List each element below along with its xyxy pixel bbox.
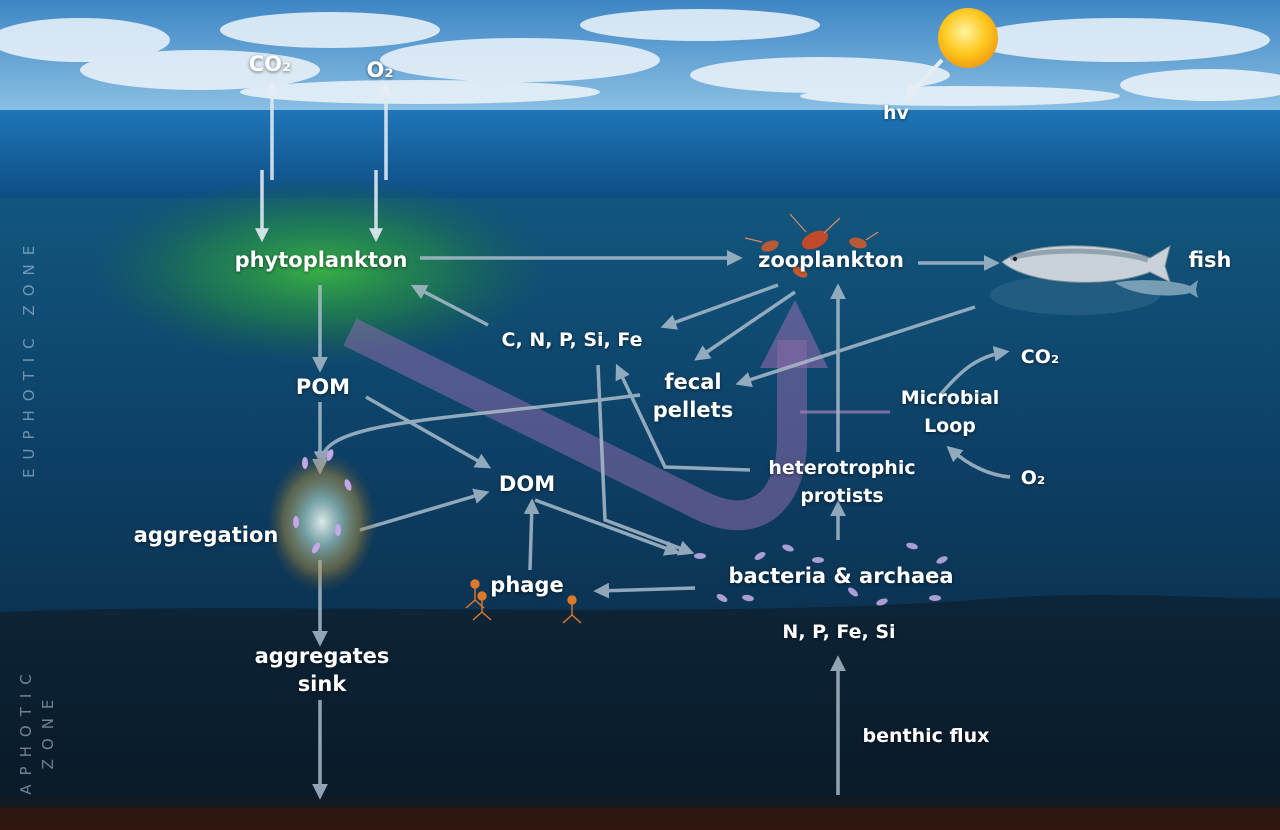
label-fecal-pellets-line1: fecal (664, 370, 722, 394)
microbial-loop-arrow (343, 318, 807, 531)
label-co2-microbial: CO₂ (1020, 346, 1060, 368)
label-bacteria-archaea: bacteria & archaea (728, 564, 954, 588)
label-co2-atmosphere: CO₂ (248, 52, 292, 76)
zooplankton-icon (744, 213, 879, 278)
sunlight-arrow (904, 58, 944, 100)
microbial-loop-arrowhead (760, 300, 828, 368)
label-hv: hv (883, 102, 909, 124)
label-benthic-nutrients: N, P, Fe, Si (782, 621, 896, 643)
label-fecal-pellets: fecal pellets (640, 368, 746, 424)
label-euphotic-zone: EUPHOTIC ZONE (20, 236, 38, 478)
fish-icon (990, 244, 1198, 315)
label-pom: POM (295, 375, 351, 399)
label-phytoplankton: phytoplankton (234, 248, 408, 272)
bacteria-archaea-cluster (694, 542, 948, 606)
aphotic-water (0, 594, 1280, 830)
label-microbial-loop: Microbial Loop (886, 384, 1014, 440)
sea-surface (0, 110, 1280, 200)
label-fecal-pellets-line2: pellets (652, 398, 734, 422)
label-aphotic-zone-line2: ZONE (39, 690, 57, 770)
label-o2-atmosphere: O₂ (366, 58, 394, 82)
label-fish: fish (1188, 248, 1232, 272)
label-o2-microbial: O₂ (1020, 467, 1046, 489)
aggregation-microbes (293, 449, 352, 554)
label-microbial-loop-line2: Loop (924, 415, 976, 437)
label-benthic-flux: benthic flux (862, 725, 990, 747)
label-aphotic-zone-line1: APHOTIC (17, 665, 35, 795)
label-zooplankton: zooplankton (758, 248, 904, 272)
gas-exchange-arrows (255, 81, 393, 243)
label-phage: phage (490, 573, 564, 597)
label-aggregates-sink: aggregates sink (236, 642, 408, 698)
flow-arrows (312, 250, 1011, 800)
label-aggregates-sink-line1: aggregates (254, 644, 390, 668)
label-nutrients: C, N, P, Si, Fe (501, 329, 643, 351)
label-dom: DOM (498, 472, 556, 496)
phage-icon (465, 579, 582, 624)
label-microbial-loop-line1: Microbial (900, 387, 1000, 409)
sediment (0, 808, 1280, 830)
phytoplankton-bloom (90, 175, 550, 365)
label-heterotrophic-protists-line1: heterotrophic (768, 457, 916, 479)
label-heterotrophic-protists-line2: protists (800, 485, 884, 507)
label-aggregates-sink-line2: sink (297, 672, 347, 696)
label-aggregation: aggregation (133, 523, 279, 547)
clouds (0, 9, 1280, 106)
sun-icon (938, 8, 998, 68)
label-heterotrophic-protists: heterotrophic protists (744, 454, 940, 510)
